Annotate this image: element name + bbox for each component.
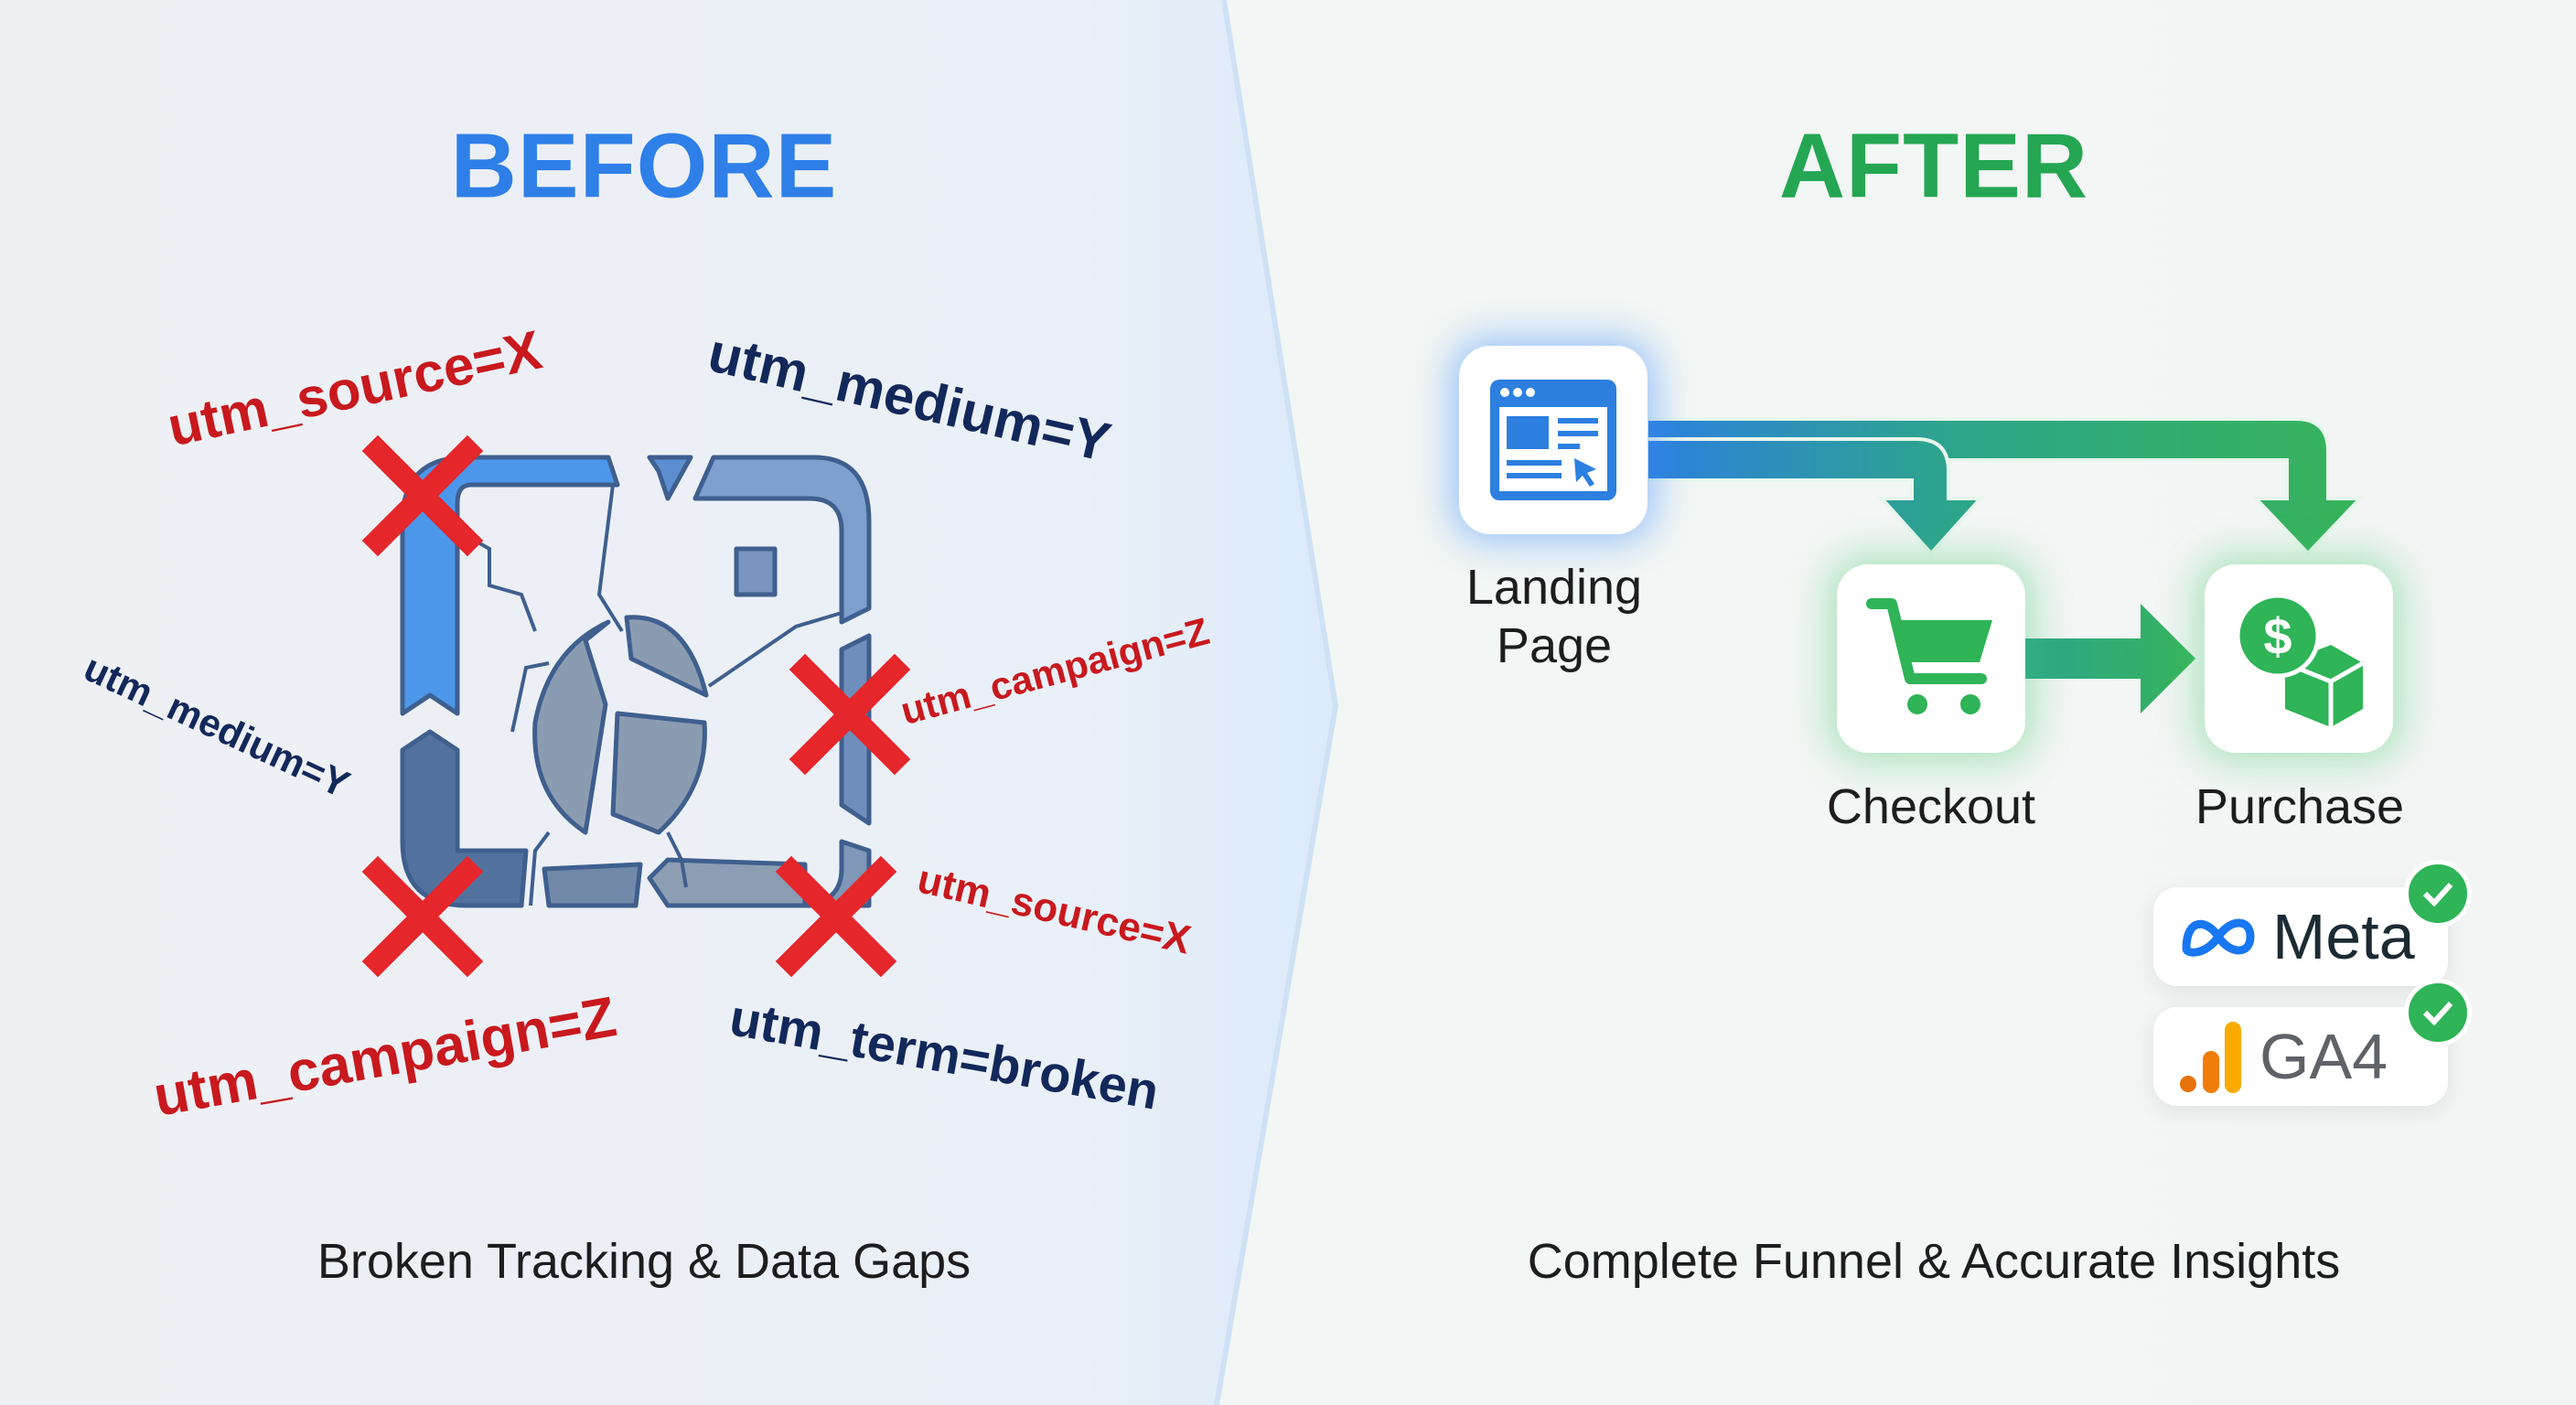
checkmark-icon	[2404, 979, 2472, 1046]
divider-chevron	[1214, 0, 1339, 1405]
ga4-logo-icon	[2180, 1022, 2241, 1093]
ga4-badge: GA4	[2153, 1007, 2448, 1106]
svg-text:$: $	[2263, 607, 2292, 665]
before-panel	[0, 0, 1336, 1405]
after-caption: Complete Funnel & Accurate Insights	[1527, 1234, 2341, 1289]
before-title: BEFORE	[450, 114, 838, 218]
before-caption: Broken Tracking & Data Gaps	[317, 1234, 971, 1289]
landing-label-line2: Page	[1496, 618, 1613, 673]
after-title: AFTER	[1778, 114, 2089, 218]
landing-page-node	[1459, 346, 1648, 534]
error-x-icon	[789, 653, 911, 776]
meta-badge: Meta	[2153, 887, 2448, 986]
meta-label: Meta	[2272, 901, 2415, 972]
arrow-checkout-to-purchase	[2025, 604, 2195, 713]
error-x-icon	[361, 855, 484, 978]
arrow-to-checkout	[1645, 437, 1985, 556]
checkout-node	[1837, 564, 2025, 753]
checkmark-icon	[2404, 860, 2472, 928]
meta-logo-icon	[2182, 918, 2255, 957]
landing-label-line1: Landing	[1465, 560, 1643, 615]
landing-page-label: Landing Page	[1466, 558, 1642, 675]
checkout-label: Checkout	[1826, 779, 2036, 834]
error-x-icon	[775, 855, 897, 978]
ga4-label: GA4	[2259, 1021, 2388, 1092]
purchase-node: $	[2205, 564, 2393, 753]
dollar-box-icon: $	[2235, 593, 2365, 727]
webpage-cursor-icon	[1490, 380, 1616, 500]
shopping-cart-icon	[1866, 598, 1992, 714]
error-x-icon	[361, 434, 484, 557]
purchase-label: Purchase	[2195, 779, 2405, 834]
